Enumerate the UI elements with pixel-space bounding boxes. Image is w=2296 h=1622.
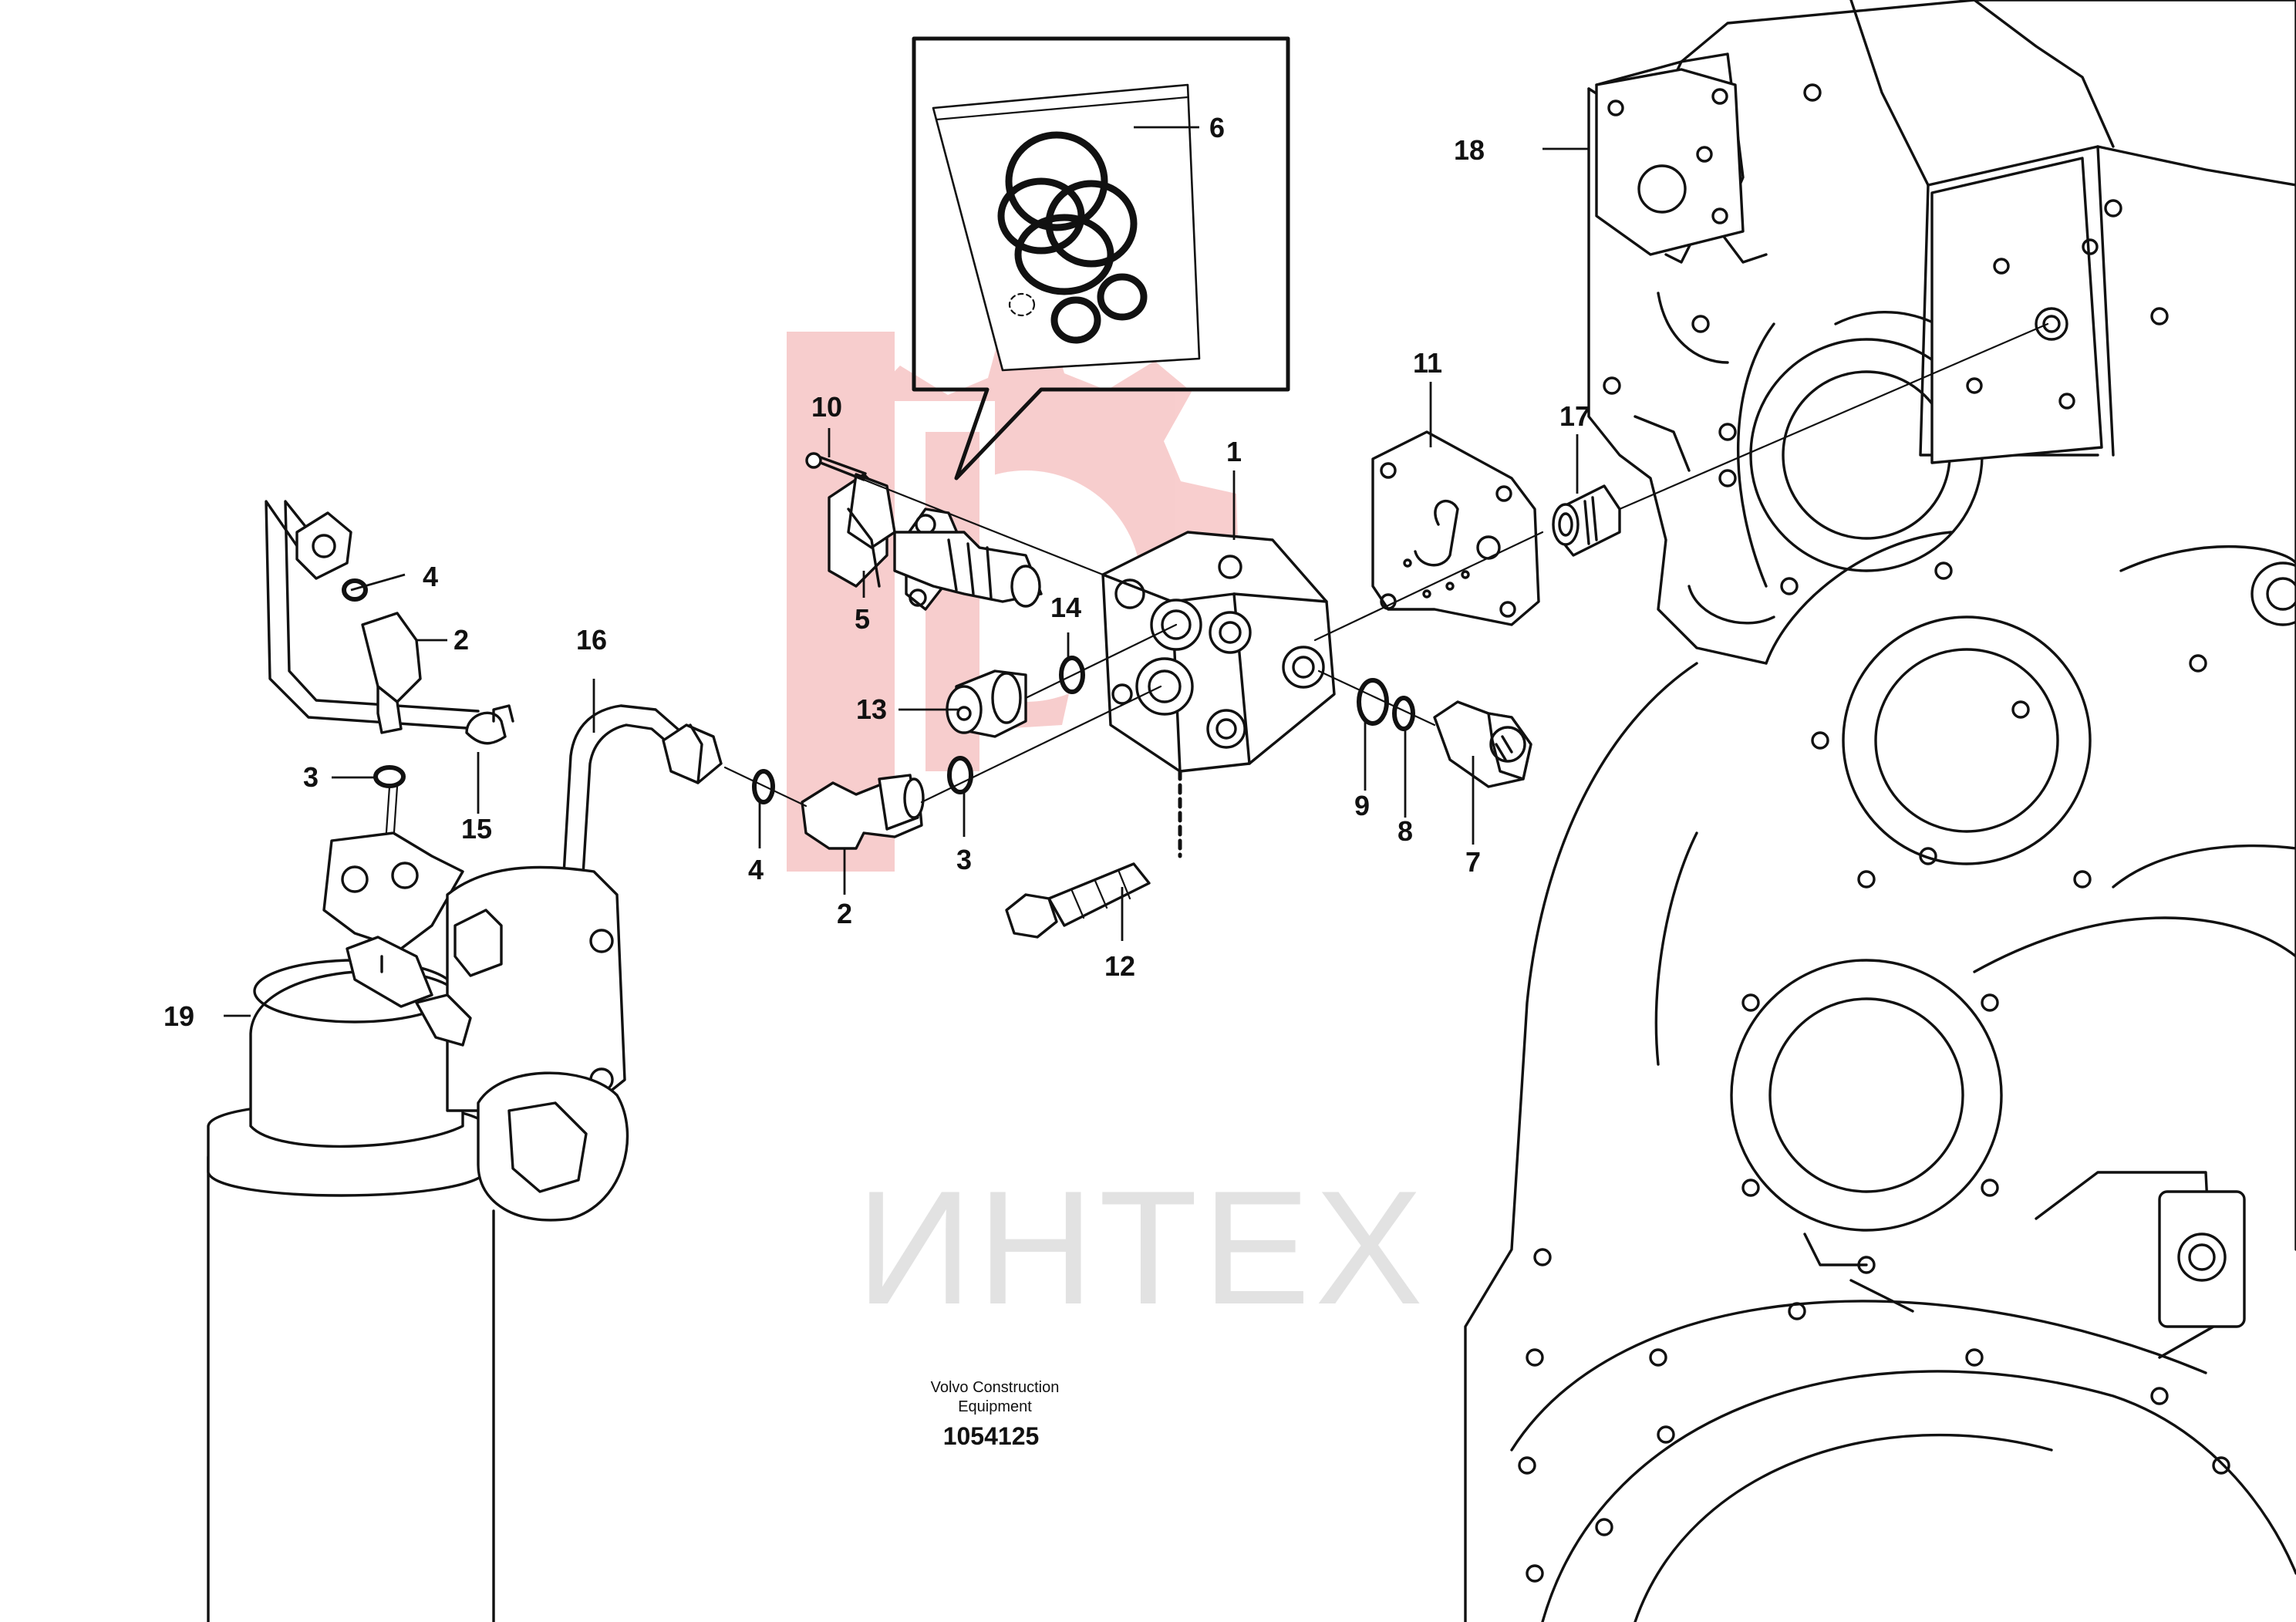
callout-6: 6 bbox=[1209, 112, 1225, 143]
callout-10: 10 bbox=[811, 391, 842, 423]
caption-part-number: 1054125 bbox=[943, 1422, 1040, 1450]
assembly-axis-lines bbox=[723, 322, 2049, 808]
callout-8: 8 bbox=[1397, 815, 1413, 847]
washer bbox=[1357, 678, 1389, 726]
callout-1: 1 bbox=[1226, 436, 1242, 467]
callout-15: 15 bbox=[461, 813, 492, 845]
pipe bbox=[561, 704, 723, 889]
screw bbox=[805, 452, 867, 481]
o-ring-3-left bbox=[373, 765, 406, 788]
plug bbox=[1552, 484, 1621, 557]
callout-14: 14 bbox=[1050, 592, 1081, 623]
o-ring-4-left bbox=[342, 578, 368, 602]
callout-19: 19 bbox=[164, 1000, 194, 1032]
caption-line-2: Equipment bbox=[958, 1398, 1032, 1415]
callout-17: 17 bbox=[1559, 400, 1590, 432]
callout-labels: 1 2 2 3 3 4 4 5 6 7 8 9 10 11 12 13 14 1… bbox=[164, 112, 1590, 1032]
callout-18: 18 bbox=[1454, 134, 1485, 166]
gasket bbox=[1371, 430, 1540, 626]
housing-bolt-holes bbox=[1518, 83, 2230, 1583]
callout-3-right: 3 bbox=[956, 844, 972, 875]
caption-line-1: Volvo Construction bbox=[931, 1379, 1060, 1396]
callout-12: 12 bbox=[1104, 950, 1135, 982]
elbow-fitting-right bbox=[801, 774, 925, 850]
callout-9: 9 bbox=[1354, 790, 1370, 821]
callout-5: 5 bbox=[855, 603, 870, 635]
filter-assembly bbox=[207, 831, 629, 1622]
o-ring-8 bbox=[1392, 696, 1415, 731]
callout-16: 16 bbox=[576, 624, 607, 656]
valve-housing bbox=[1101, 531, 1336, 773]
callout-11: 11 bbox=[1413, 347, 1442, 379]
engine-housing bbox=[1464, 0, 2296, 1622]
callout-3-left: 3 bbox=[303, 761, 319, 793]
callout-13: 13 bbox=[856, 693, 887, 725]
callout-4-right: 4 bbox=[748, 854, 764, 885]
pipe-clamp bbox=[465, 711, 507, 745]
plug-13 bbox=[946, 669, 1027, 738]
callout-2-left: 2 bbox=[453, 624, 469, 656]
callout-7: 7 bbox=[1465, 846, 1481, 878]
watermark-text: ИНТЕХ bbox=[856, 1157, 1428, 1338]
callout-2-right: 2 bbox=[837, 898, 852, 929]
watermark-gear-logo bbox=[787, 319, 1238, 872]
pipe-upper bbox=[265, 500, 514, 958]
o-ring-3-right bbox=[947, 756, 973, 794]
leader-lines bbox=[224, 126, 1589, 1017]
caption: Volvo Construction Equipment 1054125 bbox=[931, 1379, 1060, 1450]
seal-kit-callout-box bbox=[912, 36, 1290, 481]
callout-4-left: 4 bbox=[423, 561, 438, 592]
flange-bolt bbox=[1005, 769, 1182, 939]
pressure-sensor bbox=[1433, 700, 1532, 788]
